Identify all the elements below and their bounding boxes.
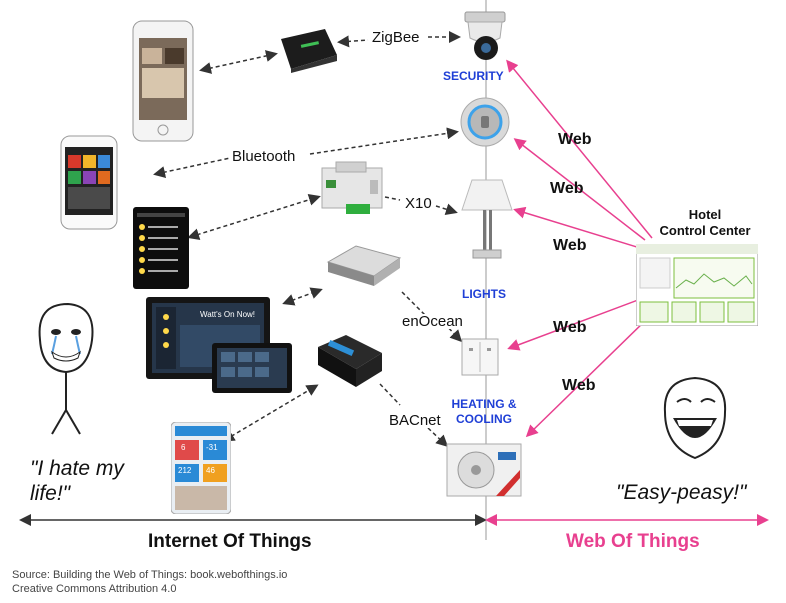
- x10-module-device: [318, 160, 388, 223]
- air-conditioner-device: [446, 440, 528, 503]
- link-bacnet-label: [379, 383, 401, 406]
- web-label-1: Web: [558, 131, 592, 148]
- source-caption: Source: Building the Web of Things: book…: [12, 568, 352, 597]
- web-link-switch: [507, 299, 639, 351]
- left-quote: "I hate my life!": [30, 457, 124, 506]
- web-label-5: Web: [562, 377, 596, 394]
- right-quote: "Easy-peasy!": [616, 481, 747, 504]
- heating-cooling-category: HEATING & COOLING: [451, 397, 517, 426]
- lamp-device: [458, 178, 516, 265]
- security-category: SECURITY: [443, 69, 504, 83]
- zigbee-label: ZigBee: [370, 29, 422, 46]
- zigbee-hub-device: [277, 27, 339, 78]
- link-enocean-label: [401, 291, 426, 316]
- web-label-2: Web: [550, 180, 584, 197]
- android-phone-device: [60, 135, 120, 236]
- enocean-label: enOcean: [400, 313, 465, 330]
- web-label-3: Web: [553, 237, 587, 254]
- web-link-lock: [513, 138, 646, 241]
- touch-panel-small-device: [212, 343, 292, 398]
- app-tile-2: -31: [206, 443, 218, 452]
- hotel-title-line1: Hotel: [688, 207, 722, 222]
- link-tablet-x10: [187, 193, 321, 241]
- web-link-camera: [506, 59, 653, 239]
- x10-label: X10: [403, 195, 434, 212]
- link-hub-zigbee: [337, 35, 369, 48]
- link-app-bacnet: [222, 384, 319, 442]
- link-bluetooth-lock: [309, 127, 459, 155]
- laughing-meme-face: [655, 372, 735, 469]
- source-line2: Creative Commons Attribution 4.0: [12, 583, 177, 596]
- app-tile-4: 46: [206, 466, 215, 475]
- internet-of-things-label: Internet Of Things: [148, 531, 312, 552]
- link-x10-lamp: [435, 203, 458, 216]
- bacnet-label: BACnet: [387, 412, 443, 429]
- forever-alone-meme-face: [28, 300, 98, 441]
- web-link-ac: [525, 317, 649, 438]
- app-tile-3: 212: [178, 466, 192, 475]
- link-android-bluetooth: [153, 157, 231, 178]
- bacnet-module-device: [316, 333, 384, 396]
- light-switch-device: [461, 338, 499, 381]
- hotel-title-line2: Control Center: [659, 223, 751, 239]
- web-link-lamp: [513, 206, 641, 249]
- enocean-gateway-device: [326, 242, 402, 301]
- web-label-4: Web: [553, 319, 587, 336]
- security-camera-device: [460, 10, 510, 65]
- smart-lock-device: [459, 96, 511, 153]
- bluetooth-label: Bluetooth: [230, 148, 298, 165]
- link-screen-enocean: [282, 287, 323, 306]
- hotel-control-center-title: Hotel Control Center: [648, 207, 762, 240]
- dashboard-title: Watt's On Now!: [200, 310, 256, 319]
- link-phone-zigbee: [199, 50, 278, 74]
- app-tile-1: 6: [181, 443, 186, 452]
- link-bacnet-ac: [427, 427, 449, 448]
- link-x10-hub: [384, 196, 401, 201]
- web-of-things-label: Web Of Things: [566, 531, 700, 552]
- iphone-device: [132, 20, 194, 147]
- source-line1: Source: Building the Web of Things: book…: [12, 569, 288, 581]
- lights-category: LIGHTS: [462, 287, 506, 301]
- android-tablet-device: [133, 207, 189, 294]
- hotel-control-dashboard: [635, 243, 759, 331]
- heating-app-device: [170, 421, 232, 519]
